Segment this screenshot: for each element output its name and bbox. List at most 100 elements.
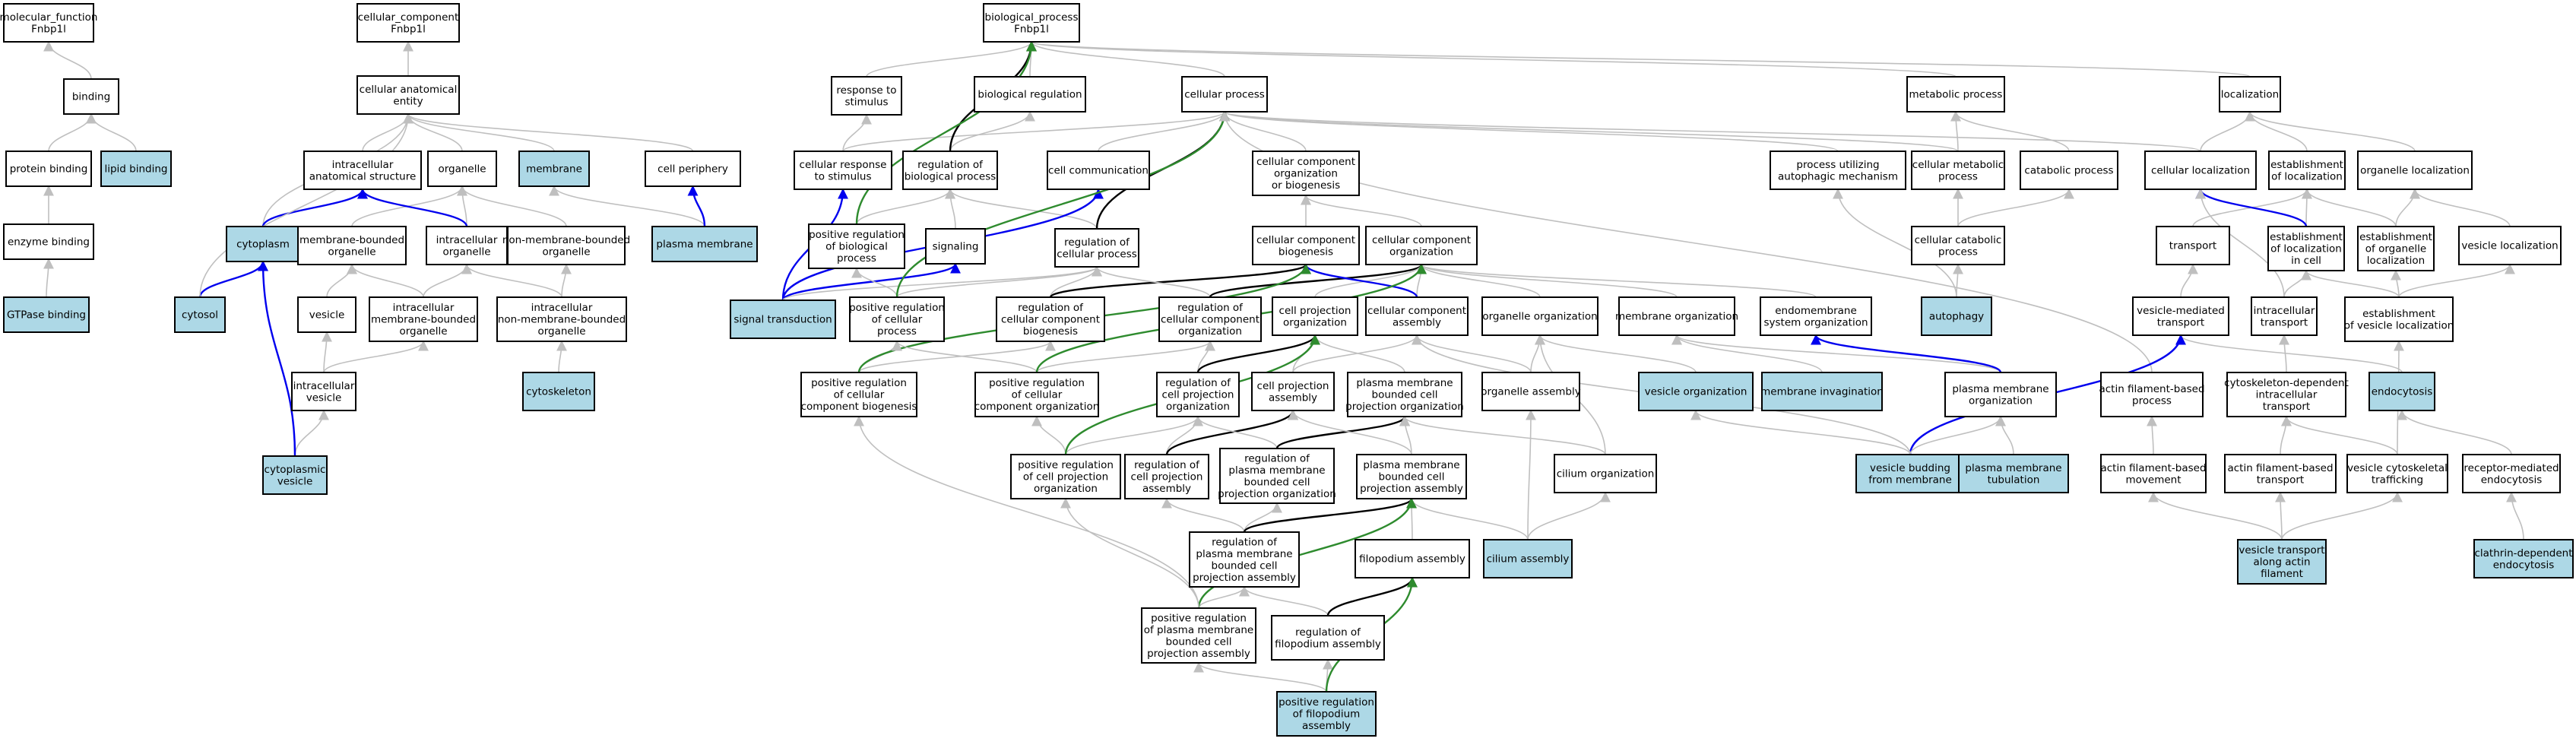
node-sigtrans[interactable]: signal transduction (730, 300, 836, 339)
node-orgasm[interactable]: organelle assembly (1481, 372, 1581, 411)
node-gtpase[interactable]: GTPase binding (3, 296, 90, 333)
node-cytoplasm[interactable]: cytoplasm (226, 226, 300, 262)
edge-cellloc-to-local (2200, 110, 2255, 152)
node-cytoskel[interactable]: cytoskeleton (522, 372, 595, 411)
node-binding[interactable]: binding (63, 78, 119, 115)
node-cilorg[interactable]: cilium organization (1554, 454, 1657, 493)
node-organelle[interactable]: organelle (427, 151, 497, 187)
node-endocytosis[interactable]: endocytosis (2368, 372, 2435, 411)
node-label-line: organelle (328, 246, 375, 258)
node-catab[interactable]: catabolic process (2020, 151, 2118, 190)
node-orgloc[interactable]: organelle localization (2357, 151, 2473, 190)
node-lipidbind[interactable]: lipid binding (100, 151, 172, 187)
node-cytosol[interactable]: cytosol (174, 296, 226, 333)
node-vesloc[interactable]: vesicle localization (2458, 226, 2562, 265)
node-protbind[interactable]: protein binding (5, 151, 92, 187)
node-inmbo[interactable]: intracellularnon-membrane-boundedorganel… (496, 296, 627, 342)
node-membrane[interactable]: membrane (518, 151, 590, 187)
node-cellcomm[interactable]: cell communication (1047, 151, 1150, 190)
node-cellproc[interactable]: cellular process (1181, 76, 1268, 113)
node-meminv[interactable]: membrane invagination (1760, 372, 1884, 411)
node-vesicle[interactable]: vesicle (297, 296, 356, 333)
node-signaling[interactable]: signaling (925, 228, 986, 265)
node-transport[interactable]: transport (2156, 226, 2230, 265)
node-orgorg[interactable]: organelle organization (1481, 296, 1599, 336)
node-filoasm[interactable]: filopodium assembly (1355, 539, 1470, 578)
node-bioreg[interactable]: biological regulation (974, 76, 1086, 113)
node-label-line: of cell projection (1023, 471, 1108, 483)
node-box (2156, 226, 2230, 265)
node-metab[interactable]: metabolic process (1906, 76, 2005, 113)
node-autophagy[interactable]: autophagy (1921, 296, 1992, 336)
node-memorg[interactable]: membrane organization (1615, 296, 1738, 336)
node-pm[interactable]: plasma membrane (651, 226, 758, 262)
node-cdit[interactable]: cytoskeleton-dependentintracellulartrans… (2224, 372, 2349, 417)
node-local[interactable]: localization (2219, 76, 2281, 113)
node-label-line: intracellular (531, 302, 593, 314)
node-cellloc[interactable]: cellular localization (2144, 151, 2257, 190)
node-cellper[interactable]: cell periphery (645, 151, 741, 187)
edge-imbo-to-intorg (423, 263, 472, 298)
node-enzbind[interactable]: enzyme binding (3, 223, 94, 260)
node-vesorg[interactable]: vesicle organization (1638, 372, 1754, 411)
node-ciliumasm[interactable]: cilium assembly (1483, 539, 1573, 578)
